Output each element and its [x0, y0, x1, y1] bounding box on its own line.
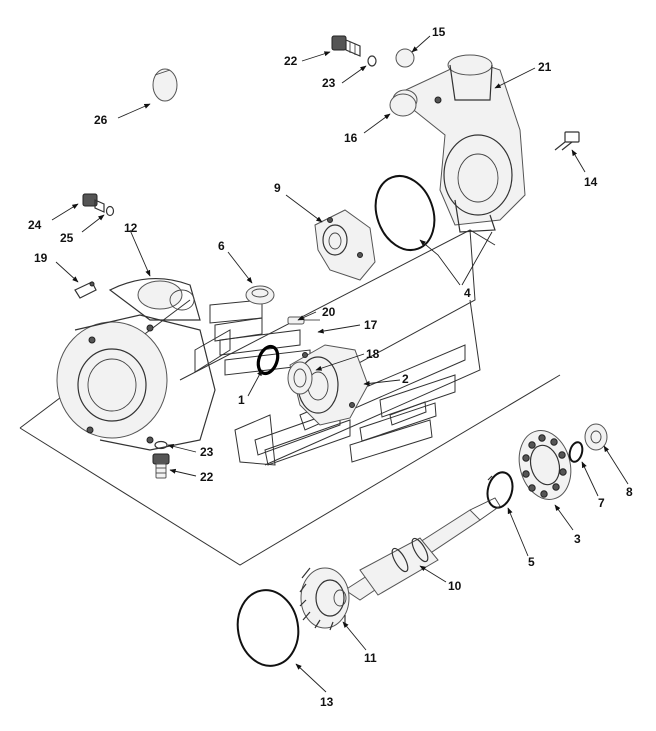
callout-24: 24: [28, 218, 42, 232]
callout-22-top: 22: [284, 54, 298, 68]
callout-20: 20: [322, 305, 336, 319]
mechanical-seal-part-18: [287, 361, 313, 395]
callout-11: 11: [364, 651, 377, 665]
retaining-ring-part-7: [568, 441, 584, 463]
callout-23-bottom: 23: [200, 445, 214, 459]
callout-22-bottom: 22: [200, 470, 214, 484]
callout-10: 10: [448, 579, 462, 593]
o-ring-part-13: [236, 589, 300, 667]
callout-3: 3: [574, 532, 581, 546]
callout-16: 16: [344, 131, 358, 145]
callout-18: 18: [366, 347, 380, 361]
callout-17: 17: [364, 318, 378, 332]
drain-plug-part-22-bottom: [152, 453, 170, 479]
bearing-bracket-part-9: [314, 209, 376, 281]
o-ring-part-1: [256, 344, 280, 376]
o-ring-part-4: [374, 175, 436, 251]
bolt-part-14: [554, 131, 580, 151]
stud-part-19: [74, 281, 97, 299]
bushing-part-16: [389, 93, 417, 117]
callout-14: 14: [584, 175, 598, 189]
callout-8: 8: [626, 485, 633, 499]
callout-23-top: 23: [322, 76, 336, 90]
washer-part-23-top: [367, 55, 377, 67]
callout-7: 7: [598, 496, 605, 510]
callout-4: 4: [464, 286, 471, 300]
vent-plug-part-24: [82, 193, 105, 213]
callout-13: 13: [320, 695, 334, 709]
washer-part-23-bottom: [154, 440, 168, 450]
leader-lines: [51, 35, 629, 693]
callout-6: 6: [218, 239, 225, 253]
callout-9: 9: [274, 181, 281, 195]
callout-26: 26: [94, 113, 108, 127]
volute-housing-part-21: [392, 54, 526, 233]
locknut-part-8: [584, 423, 608, 451]
callout-5: 5: [528, 555, 535, 569]
callout-2: 2: [402, 372, 409, 386]
ball-bearing-part-3: [518, 430, 572, 500]
screw-part-20: [287, 316, 320, 325]
callout-1: 1: [238, 393, 245, 407]
callout-25: 25: [60, 231, 74, 245]
seal-housing-part-2: [289, 344, 369, 426]
pump-housing-part-12: [56, 278, 216, 451]
impeller-part-11: [299, 567, 350, 631]
callout-12: 12: [124, 221, 138, 235]
callout-19: 19: [34, 251, 48, 265]
callout-labels: 22 23 15 21 26 16 14 9 24 12 25 6 19 4 2…: [28, 25, 633, 709]
callout-21: 21: [538, 60, 552, 74]
callout-15: 15: [432, 25, 446, 39]
snap-ring-part-5: [486, 471, 514, 509]
washer-part-25: [105, 205, 115, 217]
hatched-panels: [209, 299, 466, 466]
drain-plug-part-22-top: [331, 35, 361, 57]
sleeve-part-26: [152, 68, 178, 102]
plug-part-15: [395, 48, 415, 68]
shaft-part-10: [344, 497, 501, 601]
bushing-part-6: [245, 285, 275, 305]
assembly-frame: [19, 229, 561, 566]
